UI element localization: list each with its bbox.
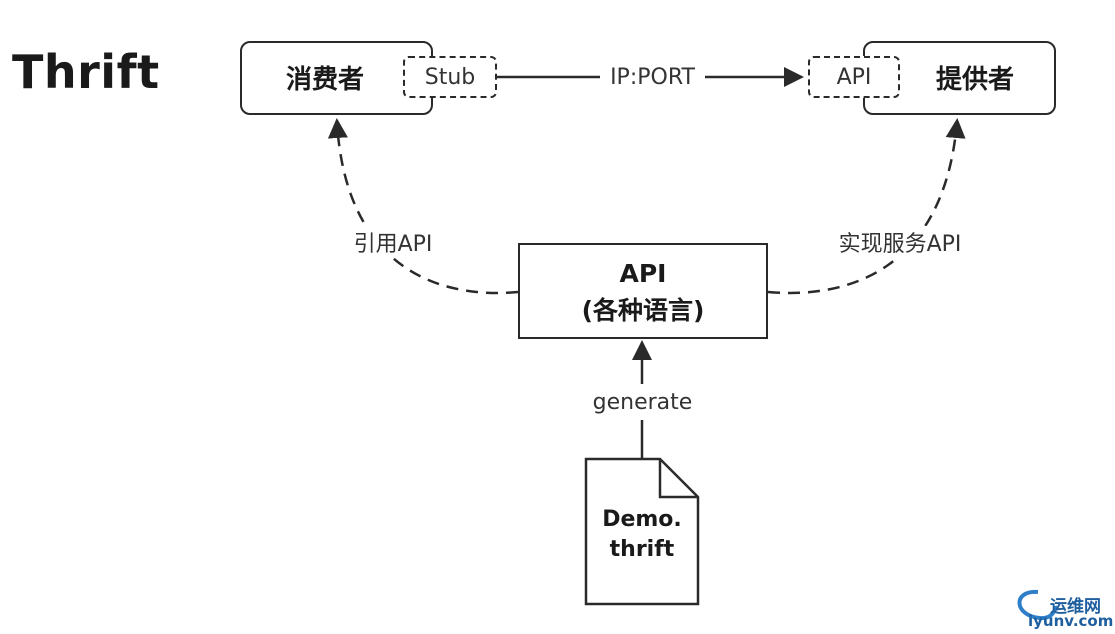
thrift-file-shape [584, 457, 700, 606]
provider-api-box: API [808, 56, 900, 98]
file-name-line2: thrift [609, 536, 675, 562]
api-box [518, 243, 768, 339]
thrift-file-fold [658, 459, 698, 499]
reference-api-label: 引用API [328, 226, 458, 258]
file-name-line1: Demo. [602, 506, 682, 532]
consumer-box [240, 41, 433, 115]
watermark-cn: 运维网 [1050, 597, 1101, 617]
generate-label: generate [592, 389, 693, 415]
page-title: Thrift [12, 45, 160, 99]
provider-label: 提供者 [935, 64, 1014, 95]
api-box-line2: (各种语言) [581, 296, 705, 325]
api-box-line1: API [619, 258, 667, 288]
watermark-logo-icon [1017, 589, 1058, 621]
watermark-en: iyunv.com [1028, 612, 1114, 630]
implement-api-arrow [767, 118, 966, 295]
implement-api-label: 实现服务API [815, 226, 985, 258]
provider-box [863, 41, 1056, 115]
stub-box: Stub [403, 56, 497, 98]
reference-api-arrow [327, 118, 519, 295]
connection-label: IP:PORT [610, 64, 695, 90]
consumer-label: 消费者 [285, 64, 364, 95]
